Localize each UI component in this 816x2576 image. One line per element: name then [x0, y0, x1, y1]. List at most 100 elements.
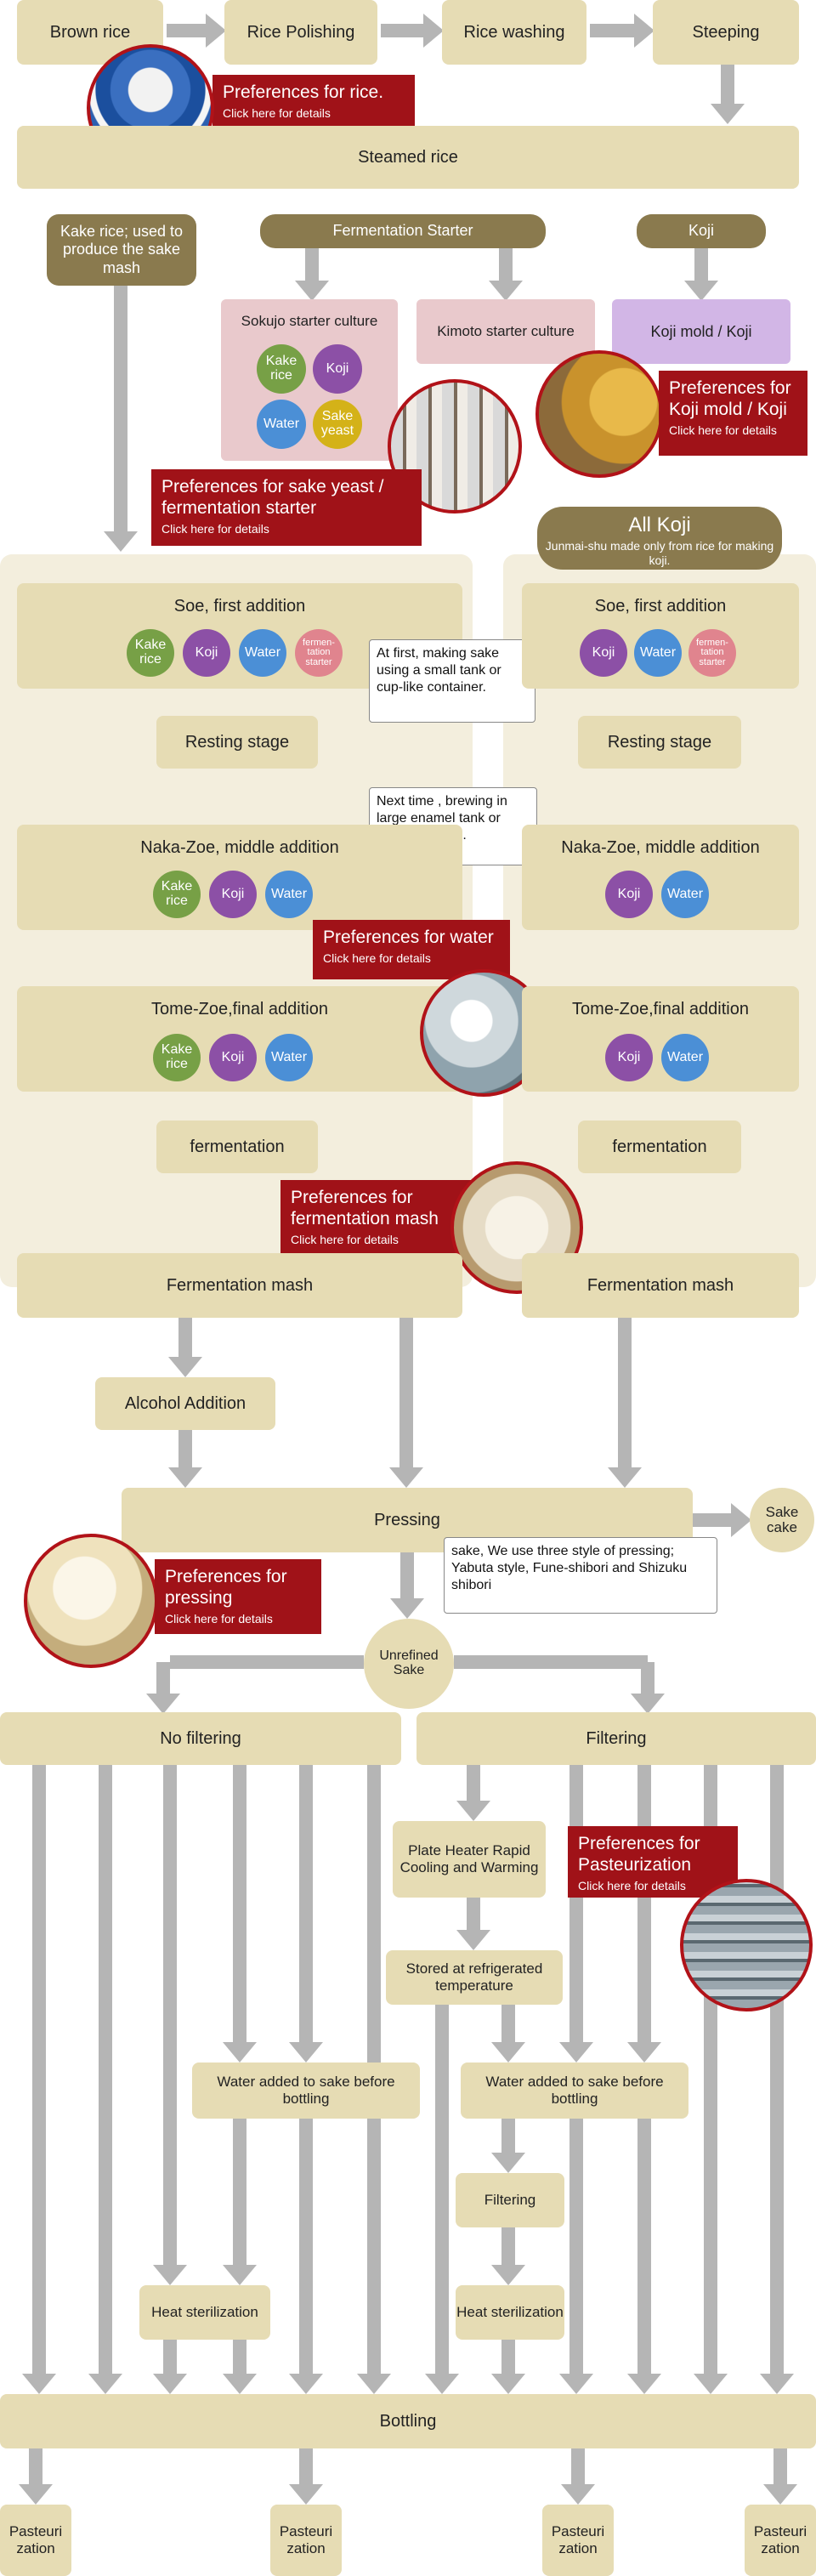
preference-pressing-title: Preferences for pressing [165, 1567, 287, 1609]
flow-arrowhead [289, 2374, 323, 2394]
flow-arrowhead [389, 1467, 423, 1488]
flow-arrowhead [206, 14, 226, 48]
pressing-photo[interactable] [24, 1534, 158, 1668]
sokujo-water: Water [257, 400, 306, 449]
flow-arrowhead [456, 1801, 490, 1821]
flow-arrowhead [491, 2374, 525, 2394]
all-koji-subtitle: Junmai-shu made only from rice for makin… [545, 539, 774, 567]
step-steamed-rice: Steamed rice [17, 126, 799, 189]
flow-arrowhead [168, 1357, 202, 1377]
flow-arrowhead [289, 2042, 323, 2063]
branch-filtering: Filtering [416, 1712, 816, 1765]
kimoto-panel [416, 299, 595, 364]
step-fermentation-right: fermentation [578, 1121, 741, 1173]
step-resting-left: Resting stage [156, 716, 318, 769]
flow-arrowhead [559, 2374, 593, 2394]
flow-arrowhead [763, 2484, 797, 2505]
flow-arrowhead [289, 2484, 323, 2505]
flow-arrowhead [168, 1467, 202, 1488]
preference-water-details: Click here for details [323, 951, 431, 966]
preference-pasteurization-link[interactable]: Preferences for Pasteurization Click her… [568, 1826, 738, 1898]
koji-photo[interactable] [536, 350, 663, 478]
step-pasteurization-4: Pasteuri zation [745, 2505, 816, 2576]
flow-arrowhead [491, 2153, 525, 2173]
flow-arrowhead [223, 2042, 257, 2063]
soe-left-fermentation-starter: fermen-tation starter [295, 629, 343, 677]
flow-arrowhead [559, 2042, 593, 2063]
step-stored-refrigerated: Stored at refrigerated temperature [386, 1950, 563, 2005]
soe-right-water: Water [634, 629, 682, 677]
step-tome-zoe-right: Tome-Zoe,final addition [522, 986, 799, 1092]
flow-arrowhead [423, 14, 444, 48]
note-pressing-styles: sake, We use three style of pressing; Ya… [444, 1537, 717, 1614]
flow-arrowhead [491, 2265, 525, 2285]
preference-koji-title: Preferences for Koji mold / Koji [669, 378, 791, 420]
flow-arrowhead [88, 2374, 122, 2394]
step-bottling: Bottling [0, 2394, 816, 2448]
step-pasteurization-1: Pasteuri zation [0, 2505, 71, 2576]
preference-water-title: Preferences for water [323, 928, 494, 947]
step-steeping: Steeping [653, 0, 799, 65]
sokujo-sake-yeast: Sake yeast [313, 400, 362, 449]
flow-arrowhead [631, 1694, 665, 1714]
step-resting-right: Resting stage [578, 716, 741, 769]
naka-left-water: Water [265, 871, 313, 918]
preference-rice-link[interactable]: Preferences for rice. Click here for det… [212, 75, 415, 134]
soe-right-koji: Koji [580, 629, 627, 677]
sokujo-kake-rice: Kake rice [257, 344, 306, 394]
flow-arrowhead [146, 1694, 180, 1714]
flow-arrowhead [223, 2374, 257, 2394]
step-sake-cake: Sake cake [750, 1488, 814, 1552]
step-water-added-left: Water added to sake before bottling [192, 2063, 420, 2119]
flow-arrowhead [627, 2374, 661, 2394]
preference-pressing-link[interactable]: Preferences for pressing Click here for … [155, 1559, 321, 1634]
preference-koji-link[interactable]: Preferences for Koji mold / Koji Click h… [659, 371, 808, 456]
koji-mold-panel: Koji mold / Koji [612, 299, 790, 364]
branch-no-filtering: No filtering [0, 1712, 401, 1765]
flow-arrowhead [634, 14, 654, 48]
preference-mash-link[interactable]: Preferences for fermentation mash Click … [280, 1180, 476, 1263]
preference-pressing-details: Click here for details [165, 1612, 273, 1626]
flow-arrowhead [357, 2374, 391, 2394]
preference-water-link[interactable]: Preferences for water Click here for det… [313, 920, 510, 979]
flow-arrowhead [153, 2374, 187, 2394]
sokujo-label: Sokujo starter culture [241, 313, 378, 329]
flow-arrowhead [22, 2374, 56, 2394]
step-rice-polishing: Rice Polishing [224, 0, 377, 65]
step-rice-washing: Rice washing [442, 0, 586, 65]
tome-right-koji: Koji [605, 1034, 653, 1081]
preference-yeast-link[interactable]: Preferences for sake yeast / fermentatio… [151, 469, 422, 546]
flow-arrowhead [731, 1503, 751, 1537]
preference-pasteurization-title: Preferences for Pasteurization [578, 1834, 700, 1875]
koji-label: Koji [637, 214, 766, 248]
sokujo-koji: Koji [313, 344, 362, 394]
flow-arrowhead [491, 2042, 525, 2063]
preference-koji-details: Click here for details [669, 423, 777, 438]
flow-arrowhead [561, 2484, 595, 2505]
preference-rice-details: Click here for details [223, 106, 331, 121]
flow-arrowhead [608, 1467, 642, 1488]
soe-left-koji: Koji [183, 629, 230, 677]
step-plate-heater: Plate Heater Rapid Cooling and Warming [393, 1821, 546, 1898]
step-fermentation-left: fermentation [156, 1121, 318, 1173]
preference-rice-title: Preferences for rice. [223, 82, 384, 102]
flow-arrowhead [694, 2374, 728, 2394]
step-heat-sterilization-right: Heat sterilization [456, 2285, 564, 2340]
soe-right-fermentation-starter: fermen-tation starter [688, 629, 736, 677]
step-heat-sterilization-left: Heat sterilization [139, 2285, 270, 2340]
soe-left-kake-rice: Kake rice [127, 629, 174, 677]
flow-arrowhead [19, 2484, 53, 2505]
flow-arrowhead [153, 2265, 187, 2285]
soe-left-water: Water [239, 629, 286, 677]
kake-rice-used-label: Kake rice; used to produce the sake mash [47, 214, 196, 286]
step-alcohol-addition: Alcohol Addition [95, 1377, 275, 1430]
fermentation-starter-label: Fermentation Starter [260, 214, 546, 248]
flow-arrowhead [425, 2374, 459, 2394]
tome-left-water: Water [265, 1034, 313, 1081]
step-pasteurization-2: Pasteuri zation [270, 2505, 342, 2576]
step-unrefined-sake: Unrefined Sake [364, 1619, 454, 1709]
pasteurization-photo[interactable] [680, 1879, 813, 2011]
step-pasteurization-3: Pasteuri zation [542, 2505, 614, 2576]
naka-left-koji: Koji [209, 871, 257, 918]
step-water-added-right: Water added to sake before bottling [461, 2063, 688, 2119]
